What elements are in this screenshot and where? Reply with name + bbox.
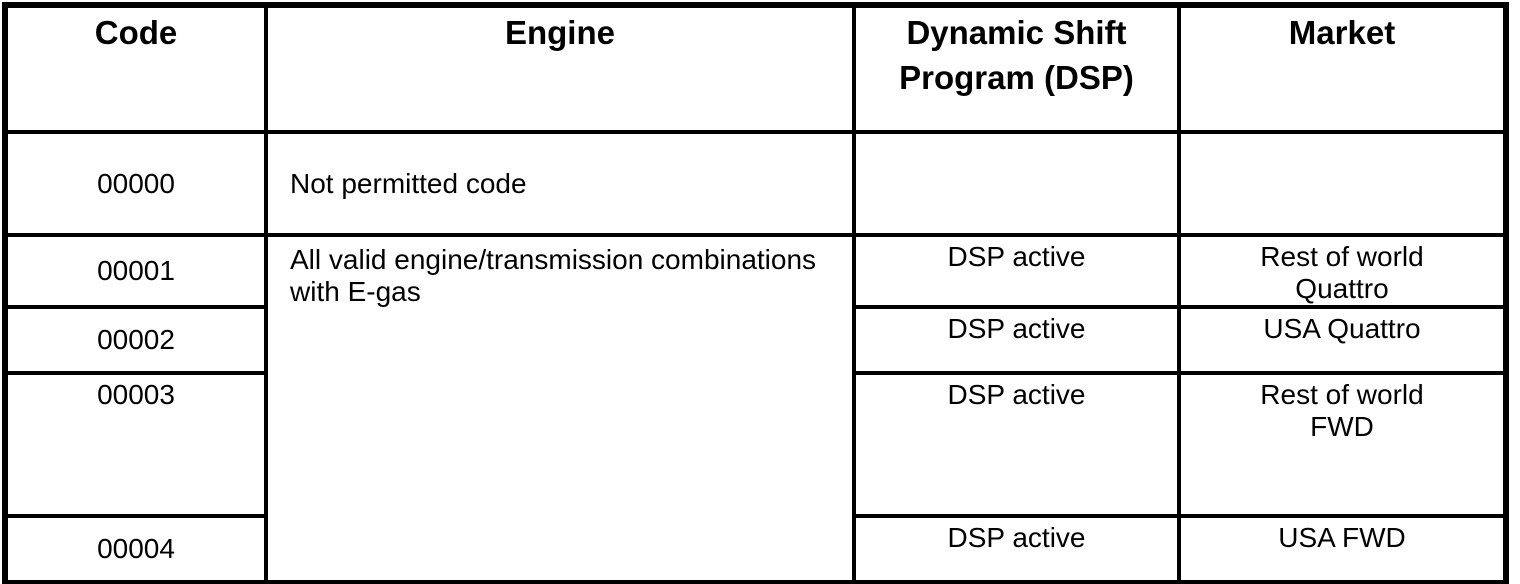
cell-dsp-00000 [852,130,1181,237]
header-cell-engine: Engine [264,3,856,134]
header-cell-market: Market [1177,3,1508,134]
table-row-00002: 00002 DSP active USA Quattro [3,305,1508,375]
cell-dsp-00002: DSP active [852,305,1181,375]
table-row-00001: 00001 All valid engine/transmission comb… [3,233,1508,584]
cell-code-00002: 00002 [3,305,268,375]
cell-dsp-00003: DSP active [852,371,1181,518]
header-cell-code: Code [3,3,268,134]
cell-market-00000 [1177,130,1508,237]
cell-code-00004: 00004 [3,514,268,584]
cell-engine-valid-combinations: All valid engine/transmission combinatio… [264,233,856,584]
table-row-00004: 00004 DSP active USA FWD [3,514,1508,584]
cell-engine-not-permitted: Not permitted code [264,130,856,237]
cell-code-00000: 00000 [3,130,268,237]
cell-dsp-00001: DSP active [852,233,1181,309]
cell-code-00001: 00001 [3,233,268,309]
cell-market-00003: Rest of world FWD [1177,371,1508,518]
cell-dsp-00004: DSP active [852,514,1181,584]
cell-code-00003: 00003 [3,371,268,518]
cell-market-00001: Rest of world Quattro [1177,233,1508,309]
table-row-00003: 00003 DSP active Rest of world FWD [3,371,1508,518]
table-header-row: Code Engine Dynamic Shift Program (DSP) … [3,3,1508,134]
table-row-00000: 00000 Not permitted code [3,130,1508,237]
cell-market-00004: USA FWD [1177,514,1508,584]
cell-market-00002: USA Quattro [1177,305,1508,375]
header-cell-dsp: Dynamic Shift Program (DSP) [852,3,1181,134]
